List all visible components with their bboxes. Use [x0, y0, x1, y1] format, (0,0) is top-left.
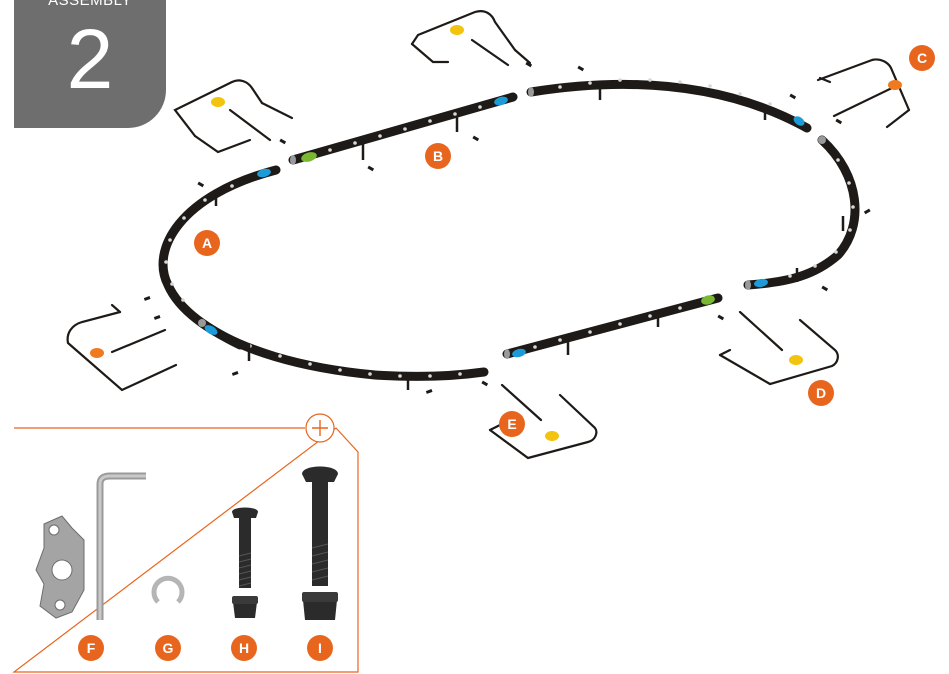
tube-end-caps [198, 87, 826, 359]
end-cap [528, 87, 534, 97]
svg-text:G: G [163, 640, 174, 656]
leg-right [818, 59, 909, 127]
end-cap [290, 155, 296, 165]
callout-c: C [909, 45, 935, 71]
end-cap [818, 136, 826, 144]
svg-text:D: D [816, 385, 826, 401]
orange-marker [888, 80, 902, 90]
frame-segment-lower [507, 298, 718, 354]
callout-a: A [194, 230, 220, 256]
yellow-marker [211, 97, 225, 107]
svg-text:I: I [318, 640, 322, 656]
leg-top-center [412, 11, 530, 65]
end-cap [504, 349, 510, 359]
frame-segment-a [163, 170, 276, 345]
callout-e: E [499, 411, 525, 437]
callout-g: G [155, 635, 181, 661]
leg-top-left [175, 80, 292, 152]
part-h-bolt [232, 508, 258, 619]
callout-i: I [307, 635, 333, 661]
yellow-marker [450, 25, 464, 35]
svg-text:A: A [202, 235, 212, 251]
frame-ring [163, 84, 855, 376]
svg-text:C: C [917, 50, 927, 66]
frame-segment-right [748, 140, 855, 285]
end-cap [198, 319, 206, 327]
callout-b: B [425, 143, 451, 169]
svg-text:B: B [433, 148, 443, 164]
yellow-marker [789, 355, 803, 365]
orange-marker [90, 348, 104, 358]
color-markers [203, 95, 806, 358]
yellow-marker [545, 431, 559, 441]
part-f-allen-key [100, 476, 146, 620]
svg-text:H: H [239, 640, 249, 656]
legs [68, 11, 909, 458]
part-f-plate [36, 516, 84, 618]
callout-f: F [78, 635, 104, 661]
part-g-clip [154, 578, 182, 602]
part-i-bolt [302, 467, 338, 621]
callout-d: D [808, 380, 834, 406]
svg-text:F: F [87, 640, 96, 656]
parts-panel [14, 414, 358, 672]
end-cap [745, 280, 751, 290]
callout-h: H [231, 635, 257, 661]
frame-segment-upper-right [531, 84, 807, 128]
frame-segment-lower-left [202, 323, 484, 376]
svg-text:E: E [507, 416, 516, 432]
spring-holes [164, 78, 855, 378]
leg-bottom-right [720, 312, 838, 384]
